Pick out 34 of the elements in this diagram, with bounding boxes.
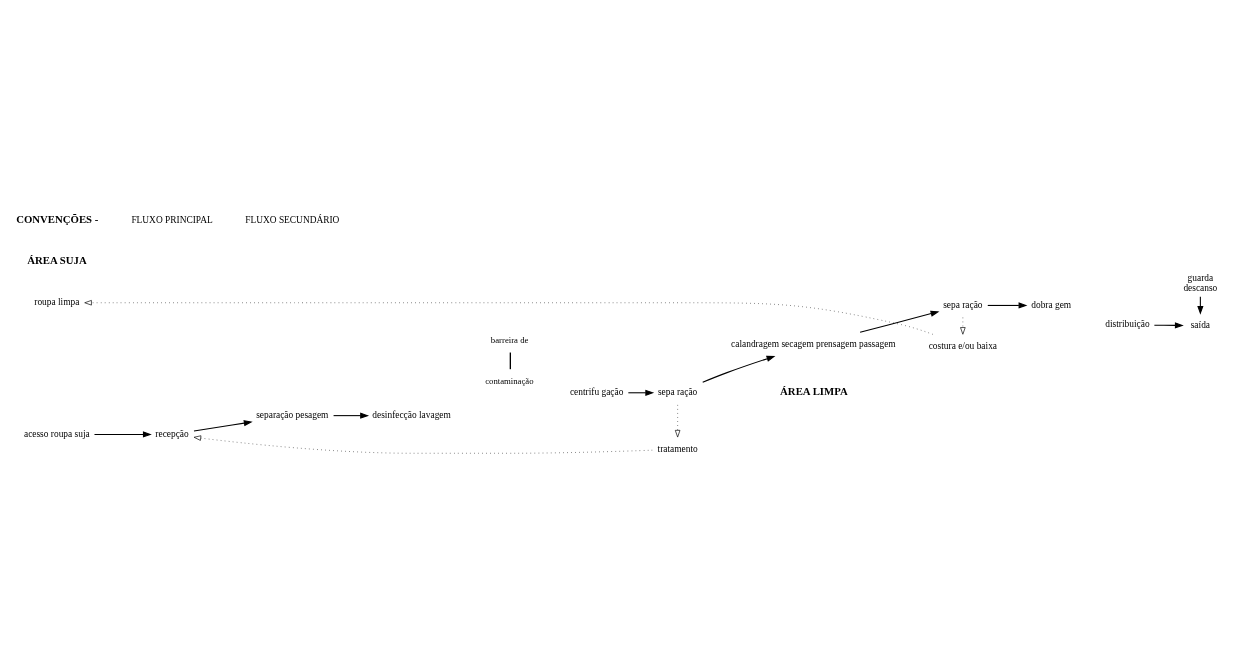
node-text: calandragem secagem prensagem passagem [731, 338, 896, 349]
arrow [84, 299, 934, 335]
label: ÁREA SUJA [27, 253, 87, 266]
arrow [193, 419, 253, 432]
arrow [987, 301, 1028, 309]
node-text: roupa limpa [34, 296, 80, 307]
label: ÁREA LIMPA [780, 384, 848, 397]
arrow [93, 430, 152, 438]
arrow [674, 404, 681, 437]
arrow [1153, 321, 1184, 328]
node-text: centrifu gação [569, 386, 624, 397]
legend-label: FLUXO PRINCIPAL [131, 214, 213, 225]
arrow [960, 316, 966, 335]
arrow [193, 434, 653, 454]
label: CONVENÇÕES - [16, 212, 99, 225]
node-text: distribuição [1105, 318, 1150, 329]
arrow [702, 355, 776, 383]
node-text: costura e/ou baixa [928, 340, 998, 351]
node-text: tratamento [657, 443, 698, 454]
node-text: saída [1190, 319, 1211, 330]
node-text: guarda descanso [1183, 272, 1218, 293]
label: contaminação [485, 375, 534, 386]
label: barreira de [490, 334, 529, 345]
node-text: sepa ração [943, 299, 983, 310]
node-text: separação pesagem [256, 409, 329, 420]
node-text: dobra gem [1031, 299, 1072, 310]
arrow [859, 310, 940, 333]
legend-label: FLUXO SECUNDÁRIO [245, 214, 340, 225]
node-text: desinfecção lavagem [372, 409, 451, 420]
arrow [1197, 295, 1204, 315]
node-text: acesso roupa suja [23, 428, 90, 439]
node-text: recepção [155, 428, 189, 439]
arrow [333, 412, 370, 419]
node-text: sepa ração [657, 386, 698, 397]
